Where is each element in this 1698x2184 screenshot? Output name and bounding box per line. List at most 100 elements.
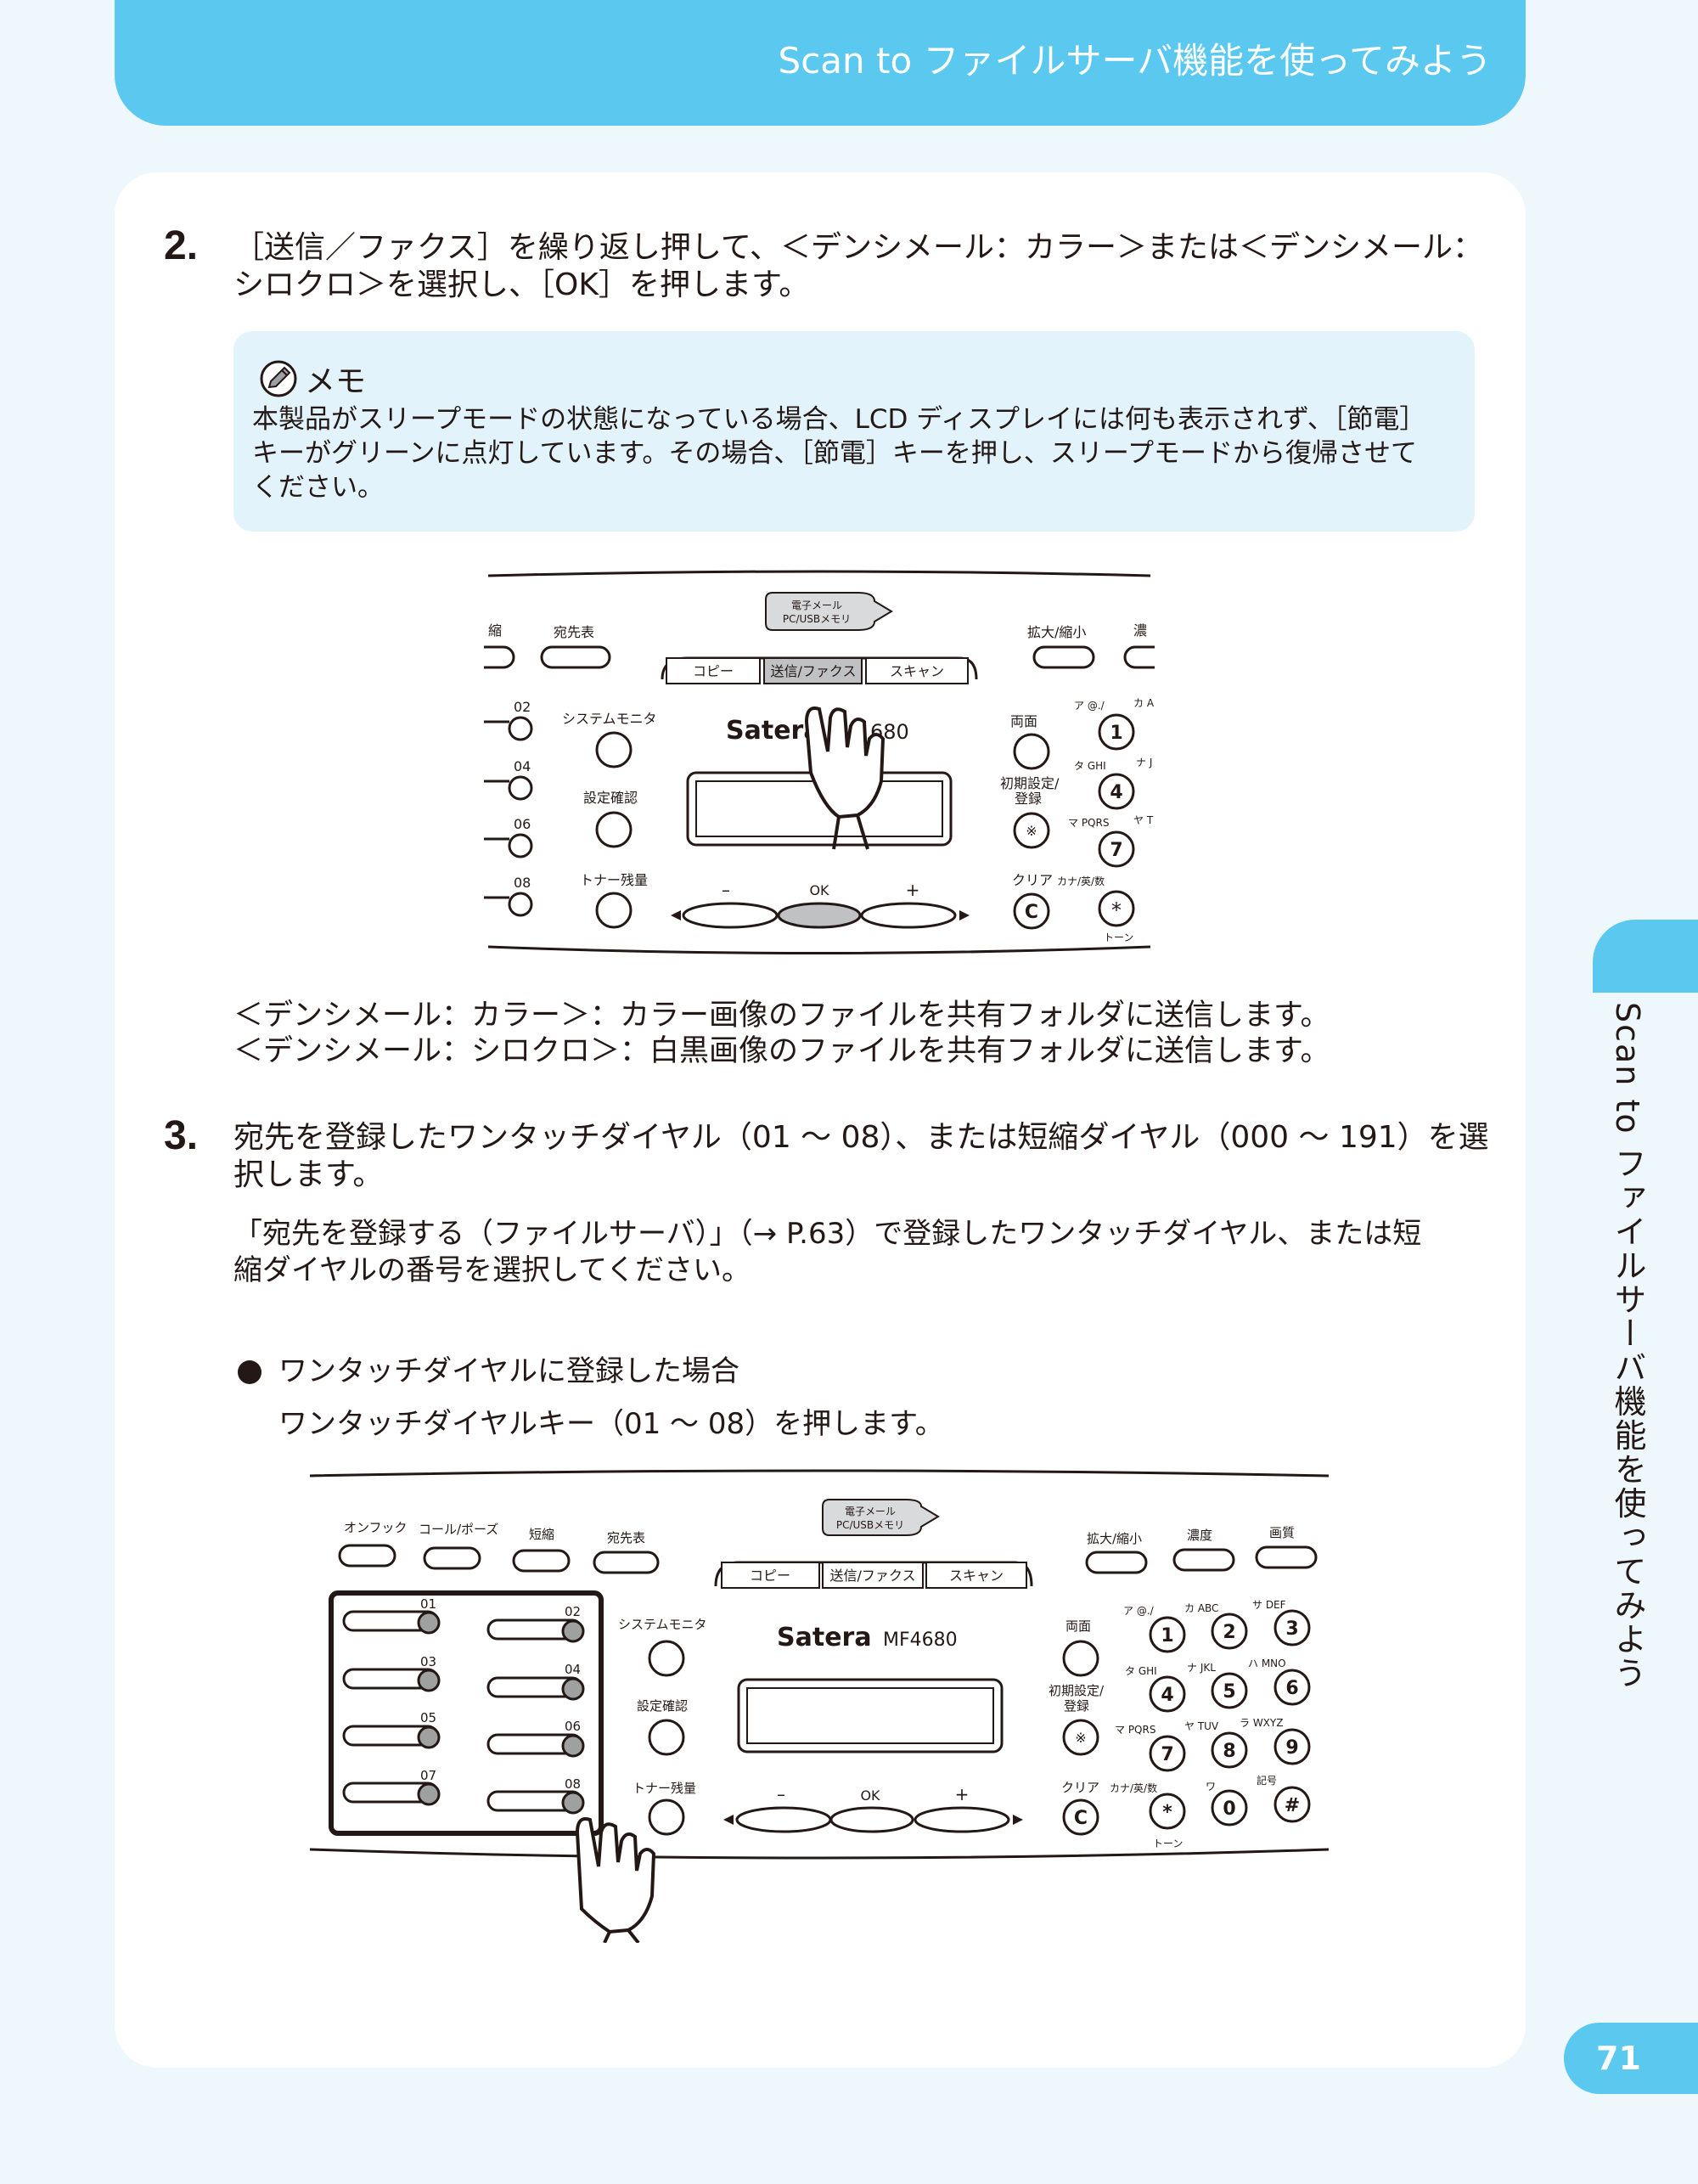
panel1-key-4 [1098,773,1135,810]
panel2-label-density: 濃度 [1187,1528,1212,1543]
panel2-key-5 [1211,1672,1248,1709]
panel1-numlabel-star: カナ/英/数 [1057,875,1105,887]
panel2-onetouch-keys: 01 02 03 04 05 06 07 08 [342,1596,585,1815]
panel2-tag-line1: 電子メール [845,1506,896,1517]
panel1-onetouch-02: 02 [514,699,531,715]
panel2-key-8-label: 8 [1223,1741,1235,1762]
panel2-label-call-pause: コール/ポーズ [419,1522,498,1537]
panel2-numlabel-0: ワ [1206,1781,1216,1793]
panel1-duplex-key [1013,733,1050,770]
panel1-numlabel-4: タ GHI [1074,760,1106,772]
panel2-numlabel-7: マ PQRS [1115,1724,1155,1736]
panel2-register-key [1062,1719,1099,1756]
panel2-onetouch-06: 06 [565,1719,581,1734]
panel2-key-hash [1274,1786,1311,1823]
panel2-numlabel-9: ラ WXYZ [1240,1717,1283,1729]
panel1-clear-key-label: C [1025,902,1038,923]
bullet-dot [238,1360,261,1384]
panel2-key-star [1149,1793,1186,1830]
panel2-label-address-book: 宛先表 [607,1530,645,1545]
panel1-brand: Satera [726,716,821,746]
panel2-key-4 [1149,1675,1186,1713]
panel1-tab-copy [666,657,761,684]
panel2-onetouch-05: 05 [420,1710,436,1725]
panel2-onetouch-04: 04 [565,1662,581,1677]
panel2-toner-key [648,1798,685,1836]
panel1-key-4-label: 4 [1110,782,1122,803]
panel1-label-enlarge: 拡大/縮小 [1027,624,1086,640]
panel1-tab-send-fax [763,657,863,684]
panel2-numlabel-1: ア @./ [1123,1605,1155,1617]
side-chapter-title: Scan to ファイルサーバ機能を使ってみよう [1609,1002,1646,1691]
panel1-label-density: 濃 [1133,622,1147,639]
panel1-onetouch-08: 08 [514,875,531,891]
pointing-hand-icon [575,1817,656,1943]
panel1-nav-minus-label: – [722,880,730,900]
step-2-text: ［送信／ファクス］を繰り返し押して、＜デンシメール：カラー＞または＜デンシメール… [233,230,1484,302]
panel2-key-0-label: 0 [1223,1798,1235,1820]
panel2-key-7 [1149,1735,1186,1772]
panel2-onetouch-02: 02 [565,1604,581,1619]
control-panel-figure-1: 縮 宛先表 電子メール PC/USBメモリ コピー 送信/ファクス スキャン 拡… [484,570,1155,954]
panel2-label-register: 登録 [1064,1698,1089,1714]
panel1-numlabel-2: カ A [1133,697,1155,709]
panel2-tab-send-fax-label: 送信/ファクス [830,1568,916,1584]
panel2-tab-scan [925,1562,1027,1589]
panel2-key-9 [1274,1728,1311,1765]
control-panel-figure-2: オンフック コール/ポーズ 短縮 宛先表 電子メール PC/USBメモリ コピー… [310,1469,1330,1943]
panel2-nav-left-key [735,1806,832,1833]
panel2-call-pause-key [423,1546,481,1570]
panel2-address-book-key [593,1551,660,1574]
panel2-system-monitor-key [648,1640,685,1677]
pointing-hand-icon [804,706,886,850]
panel1-tag-line1: 電子メール [791,599,842,611]
panel1-numlabel-1: ア @./ [1074,700,1105,712]
panel2-lcd-screen [746,1687,994,1744]
panel2-numlabel-4: タ GHI [1125,1665,1157,1677]
panel2-nav-minus-label: – [777,1784,785,1804]
panel2-label-settings-check: 設定確認 [637,1698,688,1714]
panel2-tag-line2: PC/USBメモリ [836,1519,904,1531]
panel1-tab-scan-label: スキャン [890,663,944,679]
panel1-email-tag: 電子メール PC/USBメモリ [765,592,893,631]
panel1-numlabel-tone: トーン [1104,932,1133,943]
panel2-shortcut-key [512,1549,571,1573]
panel1-system-monitor-key [595,731,633,768]
panel2-model: MF4680 [883,1630,958,1651]
panel1-nav-plus-label: + [906,880,920,900]
panel2-key-2-label: 2 [1223,1622,1235,1643]
panel2-numlabel-2: カ ABC [1184,1602,1218,1614]
panel2-key-1-label: 1 [1161,1625,1173,1646]
onetouch-highlight-frame [329,1590,604,1836]
memo-text: 本製品がスリープモードの状態になっている場合、LCD ディスプレイには何も表示さ… [252,404,1426,503]
panel2-key-7-label: 7 [1161,1744,1173,1765]
panel2-onhook-key [338,1544,396,1568]
panel2-key-3-label: 3 [1285,1618,1298,1640]
step-3-text: 宛先を登録したワンタッチダイヤル（01 〜 08）、または短縮ダイヤル（000 … [233,1120,1489,1192]
panel1-onetouch-06: 06 [514,816,531,832]
panel2-key-2 [1211,1613,1248,1650]
panel2-onetouch-08: 08 [565,1776,581,1792]
panel2-key-star-label: * [1162,1802,1172,1823]
bullet-subtext: ワンタッチダイヤルキー（01 〜 08）を押します。 [278,1407,944,1441]
panel2-label-onhook: オンフック [344,1520,408,1535]
panel1-outline [487,570,1151,954]
bullet-text: ワンタッチダイヤルに登録した場合 [278,1354,739,1388]
panel1-nav-left-key [682,902,779,929]
panel2-duplex-key [1062,1640,1099,1677]
panel2-label-enlarge: 拡大/縮小 [1087,1531,1142,1546]
panel2-nav-plus-label: + [955,1784,970,1804]
panel2-numlabel-6: ハ MNO [1248,1658,1286,1669]
panel1-nav-ok-label: OK [809,882,829,898]
panel1-label-duplex: 両面 [1010,713,1037,729]
panel1-label-system-monitor: システムモニタ [562,711,657,727]
panel2-numlabel-3: サ DEF [1252,1599,1286,1611]
panel2-label-quality: 画質 [1269,1525,1295,1540]
panel2-label-initial-settings: 初期設定/ [1049,1683,1105,1698]
panel1-shortcut-key [484,645,515,669]
panel1-settings-check-key [595,811,633,848]
panel1-nav-ok-key [777,902,862,929]
panel1-label-toner: トナー残量 [580,872,648,888]
panel2-numlabel-star: カナ/英/数 [1110,1782,1157,1794]
panel2-key-1 [1149,1616,1186,1653]
